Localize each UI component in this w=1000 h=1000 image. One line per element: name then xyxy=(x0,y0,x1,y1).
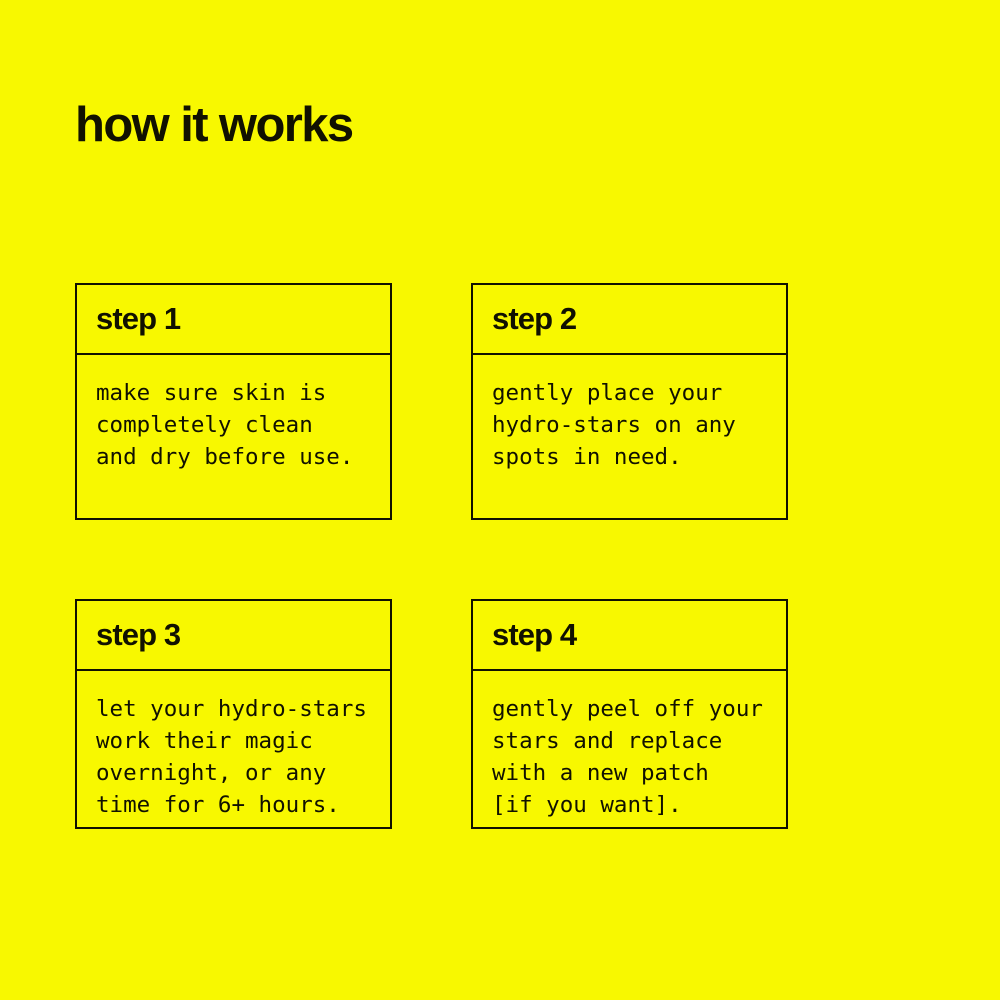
step-card-2-body-text: gently place your hydro-stars on any spo… xyxy=(492,380,736,470)
step-card-1-body-text: make sure skin is completely clean and d… xyxy=(96,380,354,470)
step-card-2-header-label: step 2 xyxy=(492,300,577,336)
step-card-2: step 2 gently place your hydro-stars on … xyxy=(471,283,788,520)
step-card-4: step 4 gently peel off your stars and re… xyxy=(471,599,788,829)
step-card-3-header: step 3 xyxy=(77,601,390,671)
step-card-4-header: step 4 xyxy=(473,601,786,671)
step-card-4-header-label: step 4 xyxy=(492,616,577,652)
step-card-2-header: step 2 xyxy=(473,285,786,355)
step-card-3: step 3 let your hydro-stars work their m… xyxy=(75,599,392,829)
step-card-3-body-text: let your hydro-stars work their magic ov… xyxy=(96,696,367,818)
page-title: how it works xyxy=(75,98,354,152)
step-card-3-header-label: step 3 xyxy=(96,616,181,652)
step-card-2-body: gently place your hydro-stars on any spo… xyxy=(473,355,786,473)
step-card-1-header-label: step 1 xyxy=(96,300,181,336)
step-card-4-body: gently peel off your stars and replace w… xyxy=(473,671,786,821)
step-card-1-header: step 1 xyxy=(77,285,390,355)
steps-grid: step 1 make sure skin is completely clea… xyxy=(75,283,788,829)
step-card-4-body-text: gently peel off your stars and replace w… xyxy=(492,696,763,818)
step-card-1-body: make sure skin is completely clean and d… xyxy=(77,355,390,473)
step-card-3-body: let your hydro-stars work their magic ov… xyxy=(77,671,390,821)
step-card-1: step 1 make sure skin is completely clea… xyxy=(75,283,392,520)
